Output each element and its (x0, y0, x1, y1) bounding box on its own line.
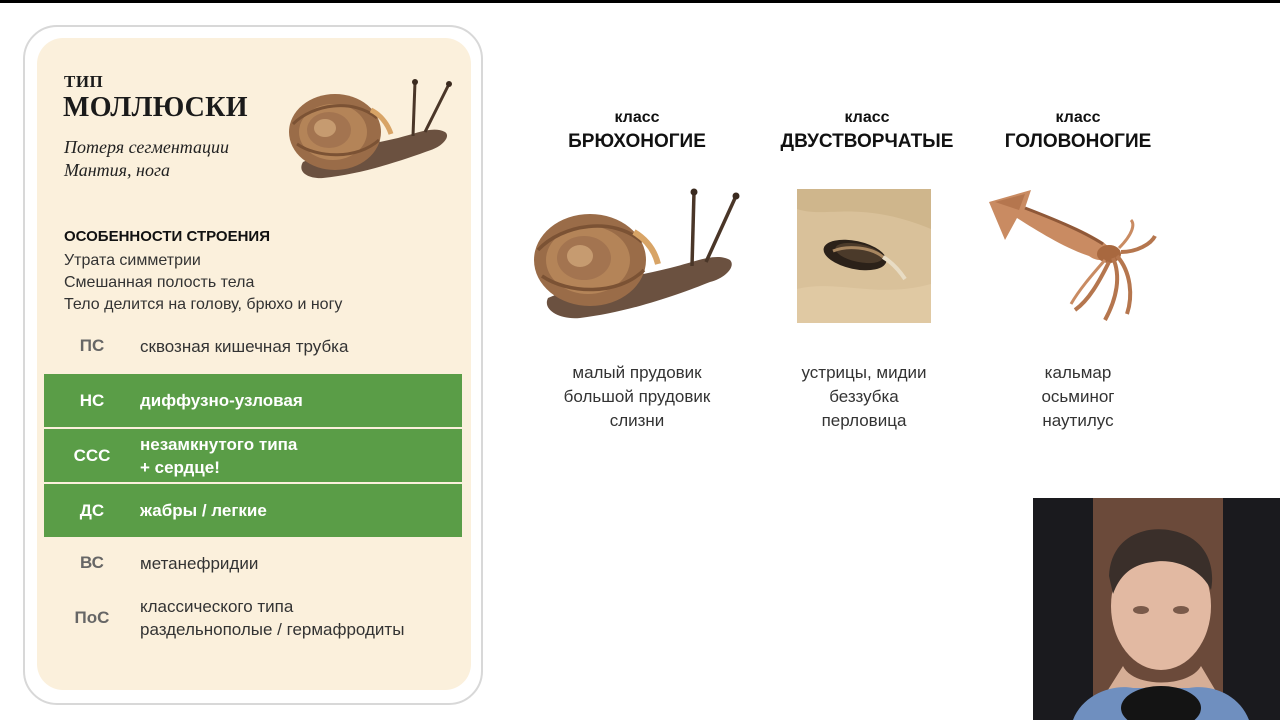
class-examples: устрицы, мидии беззубка перловица (754, 361, 974, 433)
class-kicker: класс (844, 109, 890, 126)
class-name-cephalopoda: ГОЛОВОНОГИЕ (1004, 131, 1152, 152)
system-row-excretory: ВС метанефридии (44, 547, 462, 579)
system-row-circulatory: ССС незамкнутого типа + сердце! (44, 429, 462, 482)
system-row-respiratory: ДС жабры / легкие (44, 484, 462, 537)
system-desc-line: + сердце! (140, 457, 220, 477)
example-item: малый прудовик (572, 363, 702, 382)
system-desc: незамкнутого типа + сердце! (140, 433, 297, 479)
system-desc: классического типа раздельнополые / герм… (140, 595, 404, 641)
phylum-subtitle-line: Мантия, нога (64, 160, 170, 180)
system-abbr: ПоС (74, 608, 110, 627)
features-heading: ОСОБЕННОСТИ СТРОЕНИЯ (64, 228, 270, 245)
phylum-subtitle-line: Потеря сегментации (64, 137, 230, 157)
example-item: кальмар (1044, 363, 1112, 382)
example-item: наутилус (1042, 411, 1114, 430)
system-abbr: ССС (73, 445, 111, 465)
system-abbr: ПС (79, 336, 105, 355)
system-desc-line: незамкнутого типа (140, 434, 298, 454)
example-item: большой прудовик (563, 387, 711, 406)
system-abbr: НС (79, 390, 105, 410)
class-name-bivalvia: ДВУСТВОРЧАТЫЕ (780, 131, 954, 152)
system-desc-line: классического типа (140, 597, 294, 616)
system-abbr: ДС (79, 500, 105, 520)
features-list: Утрата симметрии Смешанная полость тела … (64, 250, 342, 316)
class-kicker: класс (614, 109, 660, 126)
class-name-gastropoda: БРЮХОНОГИЕ (568, 131, 706, 152)
example-item: слизни (609, 411, 665, 430)
top-border (0, 0, 1280, 3)
squid-image (989, 190, 1157, 321)
example-item: осьминог (1041, 387, 1115, 406)
class-kicker: класс (1055, 109, 1101, 126)
mussel-image (797, 189, 931, 323)
webcam-overlay (1033, 498, 1280, 720)
system-desc: жабры / легкие (140, 501, 267, 520)
class-examples: малый прудовик большой прудовик слизни (527, 361, 747, 433)
phylum-kicker: ТИП (64, 72, 104, 91)
system-row-digestive: ПС сквозная кишечная трубка (44, 330, 462, 362)
snail-image (534, 188, 740, 319)
feature-item: Утрата симметрии (64, 252, 201, 269)
presenter-video (1033, 498, 1280, 720)
system-desc: метанефридии (140, 553, 259, 573)
system-desc-line: раздельнополые / гермафродиты (140, 620, 405, 639)
feature-item: Смешанная полость тела (64, 274, 255, 291)
example-item: беззубка (829, 387, 899, 406)
class-examples: кальмар осьминог наутилус (968, 361, 1188, 433)
system-row-reproductive: ПоС классического типа раздельнополые / … (44, 594, 462, 642)
system-desc: диффузно-узловая (140, 391, 303, 410)
snail-image (289, 79, 452, 179)
phylum-title: МОЛЛЮСКИ (63, 92, 248, 123)
phylum-subtitle: Потеря сегментации Мантия, нога (64, 136, 229, 182)
system-abbr: ВС (80, 553, 104, 572)
example-item: перловица (821, 411, 907, 430)
system-desc: сквозная кишечная трубка (140, 336, 349, 356)
system-row-nervous: НС диффузно-узловая (44, 374, 462, 427)
example-item: устрицы, мидии (801, 363, 927, 382)
feature-item: Тело делится на голову, брюхо и ногу (64, 296, 343, 313)
